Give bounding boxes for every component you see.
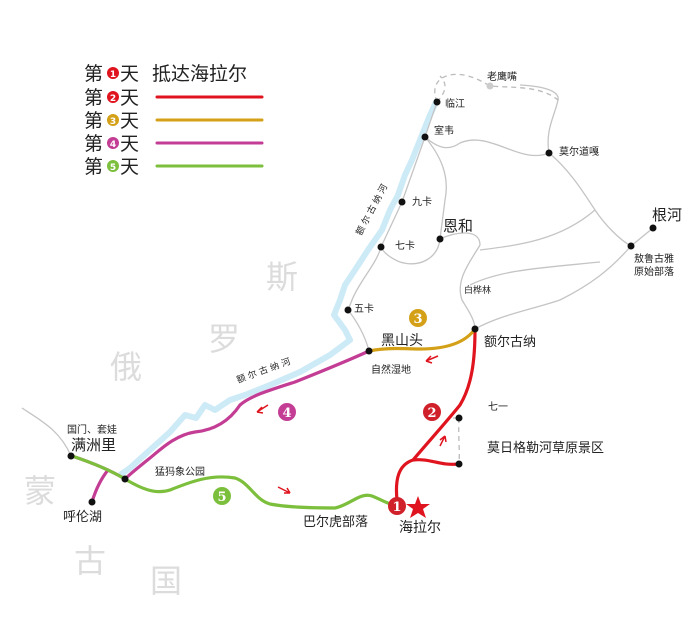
svg-text:1: 1 bbox=[392, 500, 401, 515]
legend-item-day2: 第 2 天 bbox=[84, 87, 264, 109]
svg-text:1: 1 bbox=[110, 70, 116, 80]
bg-char: 罗 bbox=[208, 320, 240, 358]
label-linjiang: 临江 bbox=[445, 97, 465, 110]
label-wuka: 五卡 bbox=[354, 302, 374, 315]
bg-char: 俄 bbox=[110, 348, 142, 386]
legend-item-day4: 第 4 天 bbox=[84, 133, 264, 155]
label-qiyi: 七一 bbox=[488, 401, 508, 413]
label-hailaer: 海拉尔 bbox=[399, 520, 441, 536]
svg-text:第: 第 bbox=[84, 110, 103, 132]
day-marker-3: 3 bbox=[409, 309, 427, 327]
star-icon bbox=[406, 496, 430, 518]
day-marker-5: 5 bbox=[213, 487, 231, 505]
town-dots bbox=[67, 98, 657, 506]
label-aolugu-1: 敖鲁古雅 bbox=[634, 252, 674, 265]
svg-text:4: 4 bbox=[282, 406, 291, 421]
route-day3 bbox=[367, 327, 477, 353]
label-mengma: 猛犸象公园 bbox=[155, 465, 205, 478]
day-marker-2: 2 bbox=[423, 403, 441, 421]
svg-text:2: 2 bbox=[110, 94, 116, 104]
direction-arrows bbox=[256, 355, 447, 494]
svg-text:第: 第 bbox=[84, 133, 103, 155]
svg-text:第: 第 bbox=[84, 156, 103, 178]
label-ziran: 自然湿地 bbox=[371, 363, 411, 376]
svg-text:5: 5 bbox=[110, 163, 116, 173]
day-marker-1: 1 bbox=[388, 497, 406, 515]
svg-text:天: 天 bbox=[120, 87, 139, 109]
svg-text:第: 第 bbox=[84, 63, 103, 85]
label-baerhu: 巴尔虎部落 bbox=[303, 515, 368, 530]
label-aolugu-2: 原始部落 bbox=[634, 265, 674, 278]
route-day2 bbox=[394, 327, 477, 502]
town-dot-laoyingzui bbox=[486, 82, 494, 90]
legend-item-day1: 第 1 天 抵达海拉尔 bbox=[84, 63, 247, 85]
svg-text:3: 3 bbox=[413, 312, 422, 327]
label-laoyingzui: 老鹰嘴 bbox=[487, 70, 517, 83]
legend-day1-desc: 抵达海拉尔 bbox=[152, 63, 247, 85]
svg-text:2: 2 bbox=[427, 406, 436, 421]
legend-item-day3: 第 3 天 bbox=[84, 110, 264, 132]
label-qika: 七卡 bbox=[395, 239, 415, 252]
label-manzhouli: 满洲里 bbox=[71, 436, 116, 454]
label-guomen: 国门、套娃 bbox=[67, 423, 117, 436]
svg-text:第: 第 bbox=[84, 87, 103, 109]
svg-text:天: 天 bbox=[120, 133, 139, 155]
route-day5 bbox=[70, 454, 397, 510]
svg-text:天: 天 bbox=[120, 156, 139, 178]
legend: 第 1 天 抵达海拉尔 第 2 天 第 3 天 第 4 天 第 5 天 bbox=[84, 63, 264, 178]
svg-text:3: 3 bbox=[110, 117, 116, 127]
day-marker-4: 4 bbox=[278, 403, 296, 421]
label-moerdaoga: 莫尔道嘎 bbox=[559, 145, 599, 158]
bg-char: 蒙 bbox=[24, 472, 56, 510]
label-erguna: 额尔古纳 bbox=[484, 335, 536, 350]
svg-text:天: 天 bbox=[120, 110, 139, 132]
label-enhe: 恩和 bbox=[443, 217, 473, 235]
bg-char: 国 bbox=[150, 562, 182, 600]
label-hulunhu: 呼伦湖 bbox=[63, 510, 102, 525]
label-baihualin: 白桦林 bbox=[464, 284, 491, 296]
label-jiuka: 九卡 bbox=[412, 195, 432, 208]
ergun-river bbox=[118, 98, 440, 478]
label-heishantou: 黑山头 bbox=[381, 333, 423, 349]
svg-text:4: 4 bbox=[110, 140, 116, 150]
legend-item-day5: 第 5 天 bbox=[84, 156, 264, 178]
bg-char: 古 bbox=[74, 542, 106, 580]
svg-text:5: 5 bbox=[217, 490, 226, 505]
bg-char: 斯 bbox=[266, 258, 298, 296]
label-genhe: 根河 bbox=[652, 206, 682, 224]
place-labels: 老鹰嘴 临江 室韦 莫尔道嘎 九卡 恩和 七卡 根河 敖鲁古雅 原始部落 白桦林… bbox=[63, 70, 682, 536]
svg-text:天: 天 bbox=[120, 63, 139, 85]
label-morigele: 莫日格勒河草原景区 bbox=[487, 440, 604, 456]
label-shiwei: 室韦 bbox=[434, 124, 454, 137]
